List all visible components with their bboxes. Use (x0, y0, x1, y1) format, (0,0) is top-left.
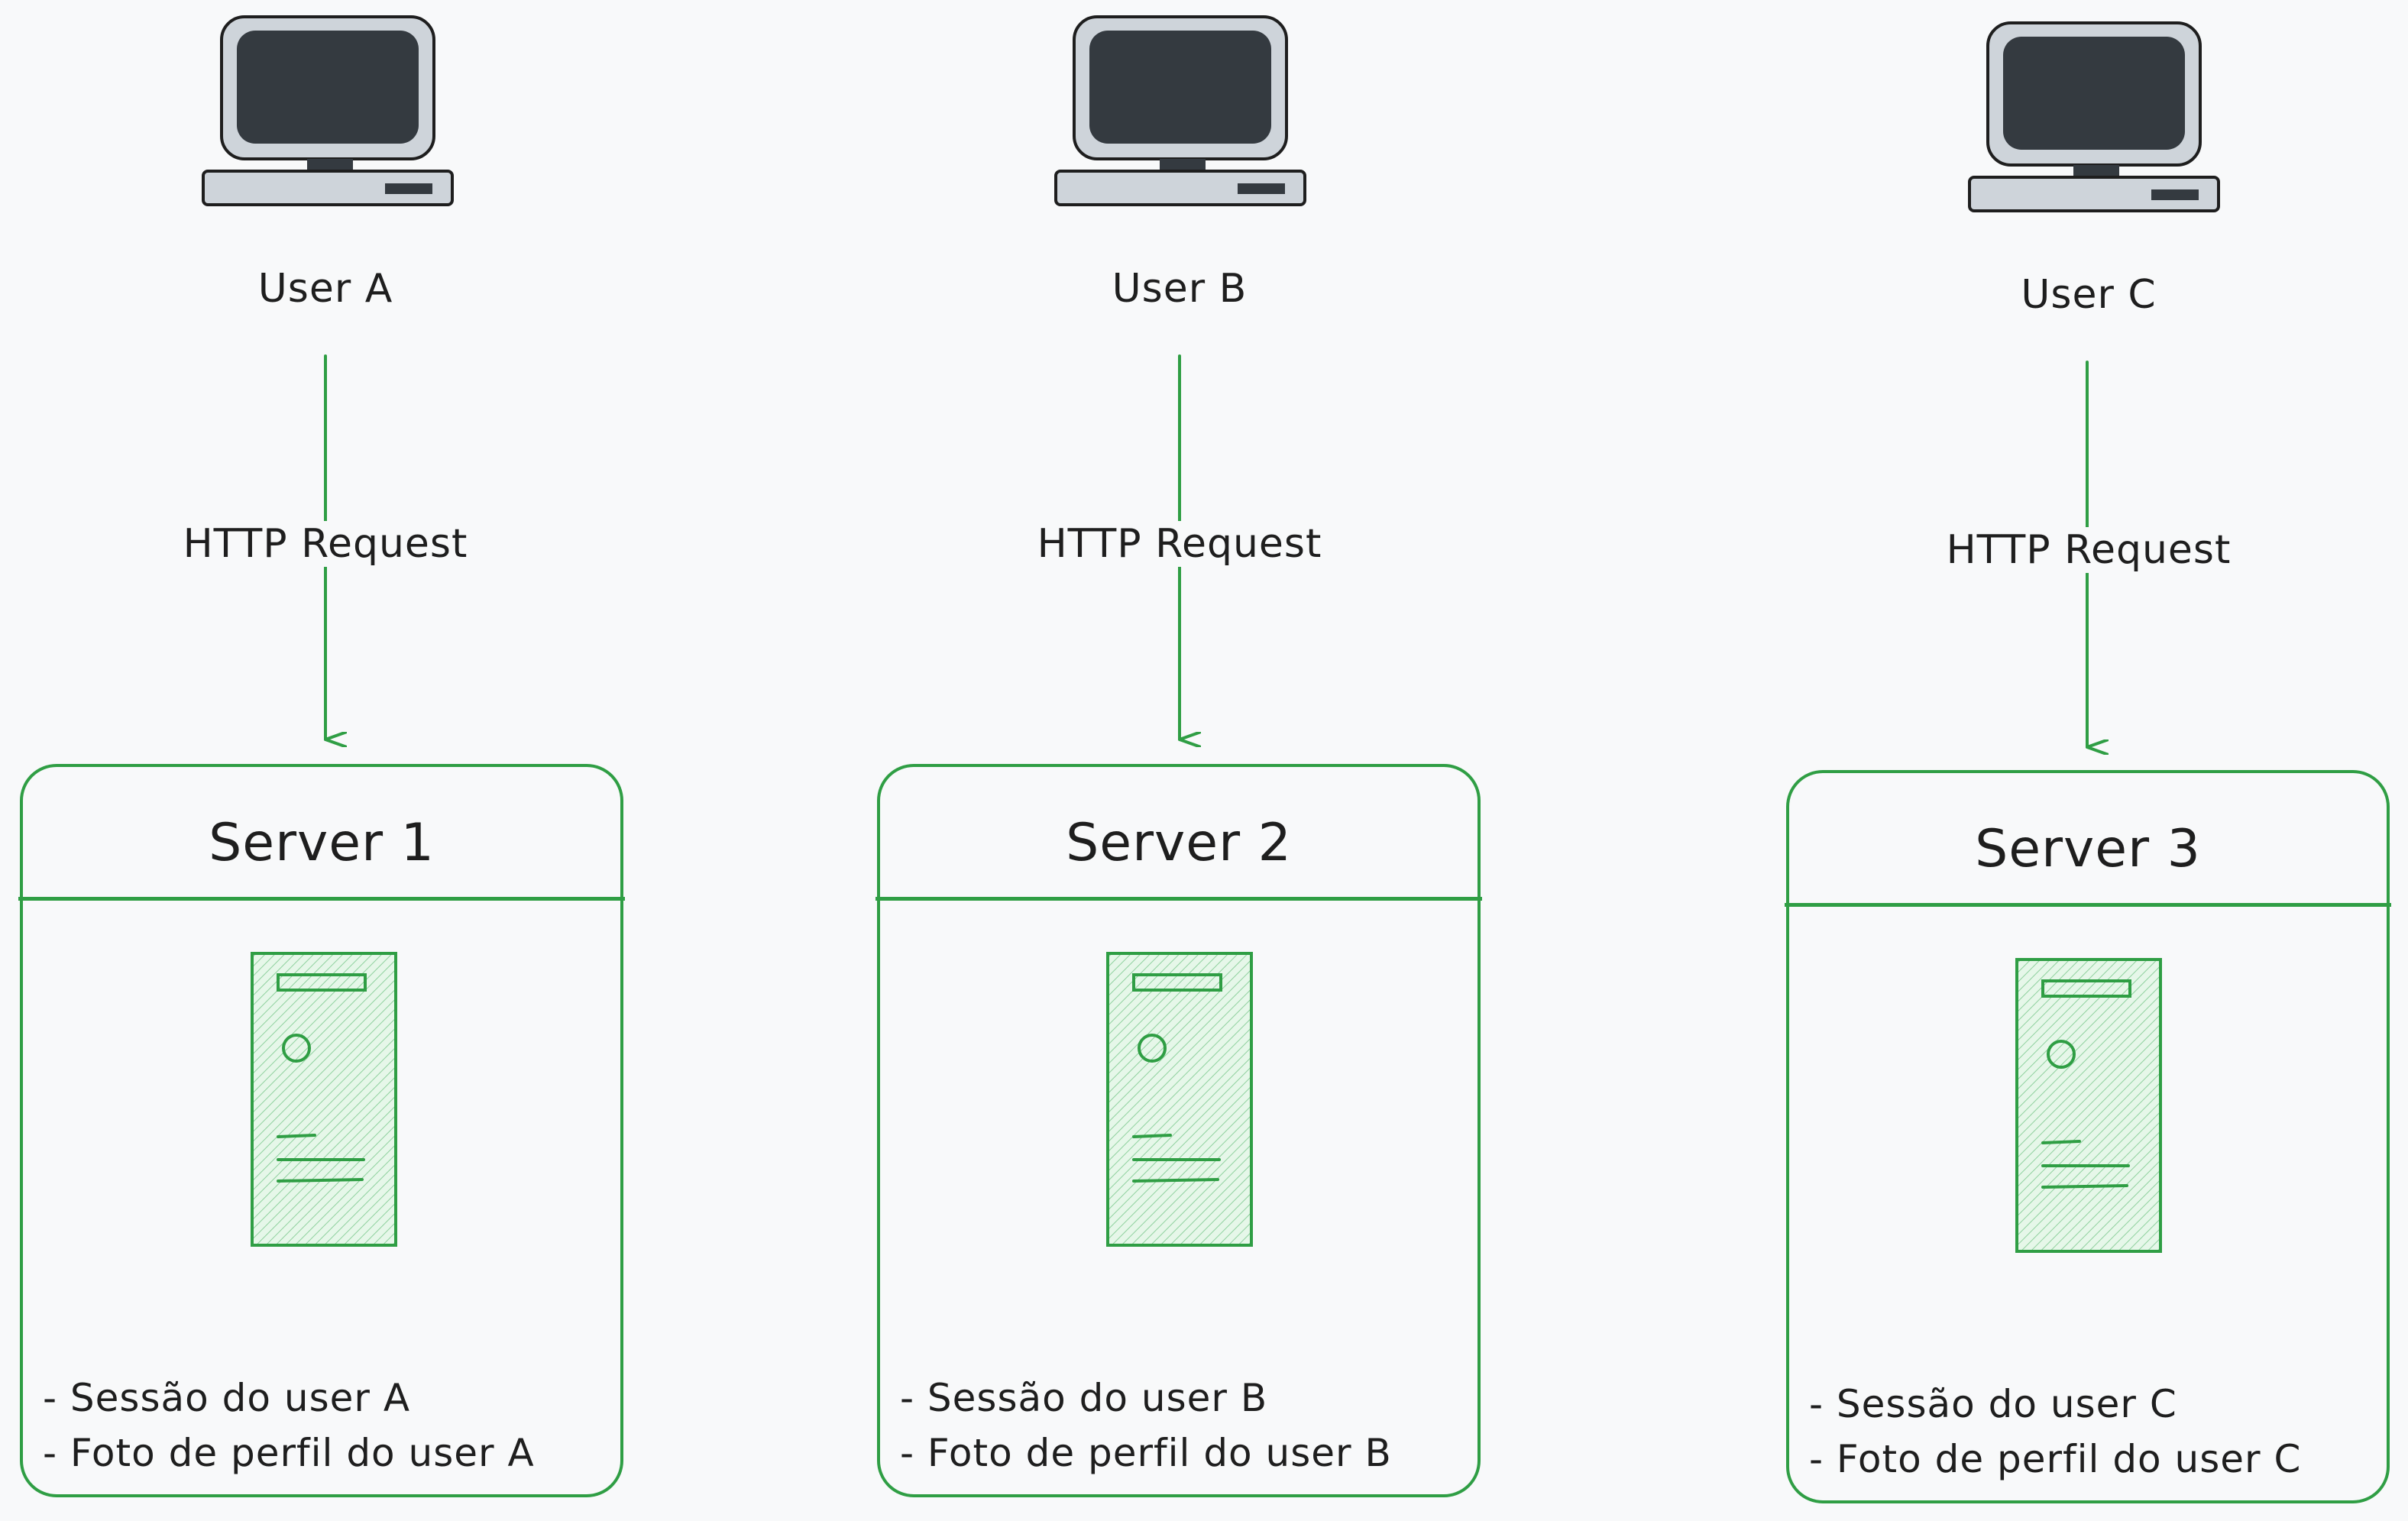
note-profile-photo: - Foto de perfil do user A (43, 1431, 535, 1475)
desktop-computer-icon (1968, 21, 2220, 212)
http-request-label: HTTP Request (874, 521, 1485, 567)
note-session: - Sessão do user B (900, 1376, 1268, 1420)
server-title: Server 2 (1066, 813, 1292, 873)
server-tower-icon (1106, 952, 1253, 1247)
server-notes: - Sessão do user A - Foto de perfil do u… (43, 1371, 535, 1481)
column-user-b: User B HTTP Request Server 2 (874, 0, 1638, 1521)
server-divider (18, 897, 625, 901)
note-profile-photo: - Foto de perfil do user B (900, 1431, 1392, 1475)
user-label: User C (2021, 272, 2157, 318)
column-user-a: User A HTTP Request Server 1 (18, 0, 784, 1521)
server-notes: - Sessão do user B - Foto de perfil do u… (900, 1371, 1392, 1481)
server-container: Server 2 - Sessão do user B - Foto d (875, 764, 1482, 1497)
http-request-label: HTTP Request (1783, 527, 2394, 573)
desktop-computer-icon (202, 15, 454, 206)
server-divider (1785, 903, 2391, 907)
server-title: Server 1 (209, 813, 435, 873)
server-title: Server 3 (1975, 819, 2201, 879)
note-session: - Sessão do user A (43, 1376, 411, 1420)
server-tower-icon (251, 952, 397, 1247)
desktop-computer-icon (1054, 15, 1306, 206)
http-request-label: HTTP Request (20, 521, 631, 567)
column-user-c: User C HTTP Request Server 3 (1783, 0, 2408, 1521)
user-label: User B (1112, 266, 1248, 312)
user-label: User A (257, 266, 393, 312)
note-profile-photo: - Foto de perfil do user C (1809, 1437, 2302, 1481)
server-container: Server 1 - Sessão do user A - Foto d (18, 764, 625, 1497)
server-notes: - Sessão do user C - Foto de perfil do u… (1809, 1377, 2301, 1487)
server-divider (875, 897, 1482, 901)
server-tower-icon (2015, 958, 2162, 1253)
server-container: Server 3 - Sessão do user C - Foto d (1785, 770, 2391, 1503)
note-session: - Sessão do user C (1809, 1382, 2177, 1426)
